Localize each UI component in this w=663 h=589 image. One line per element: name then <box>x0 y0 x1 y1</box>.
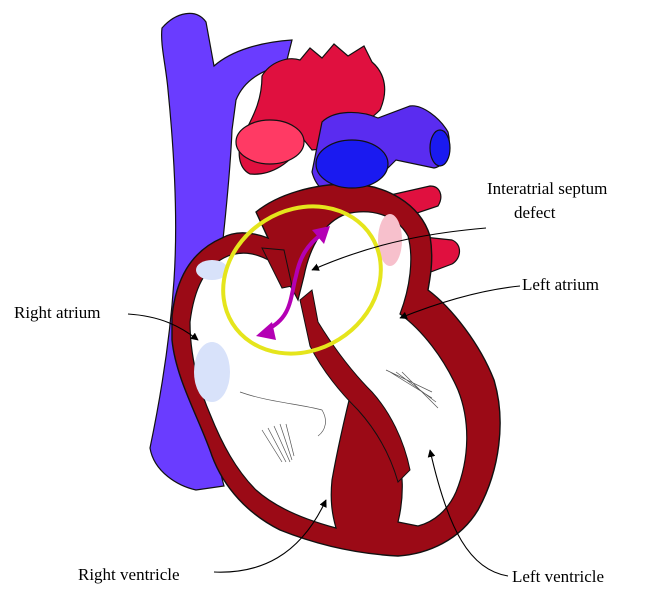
pulmonary-valve-ring <box>236 120 304 164</box>
label-right-ventricle: Right ventricle <box>78 565 180 584</box>
pulmonary-artery-opening <box>430 130 450 166</box>
label-right-atrium: Right atrium <box>14 303 100 322</box>
label-interatrial-septum-line1: Interatrial septum <box>487 179 607 198</box>
label-left-atrium: Left atrium <box>522 275 599 294</box>
pulmonary-vein-opening <box>316 140 388 188</box>
label-interatrial-septum-line2: defect <box>514 203 556 222</box>
vena-cava-inlet-lower <box>194 342 230 402</box>
label-left-ventricle: Left ventricle <box>512 567 604 586</box>
